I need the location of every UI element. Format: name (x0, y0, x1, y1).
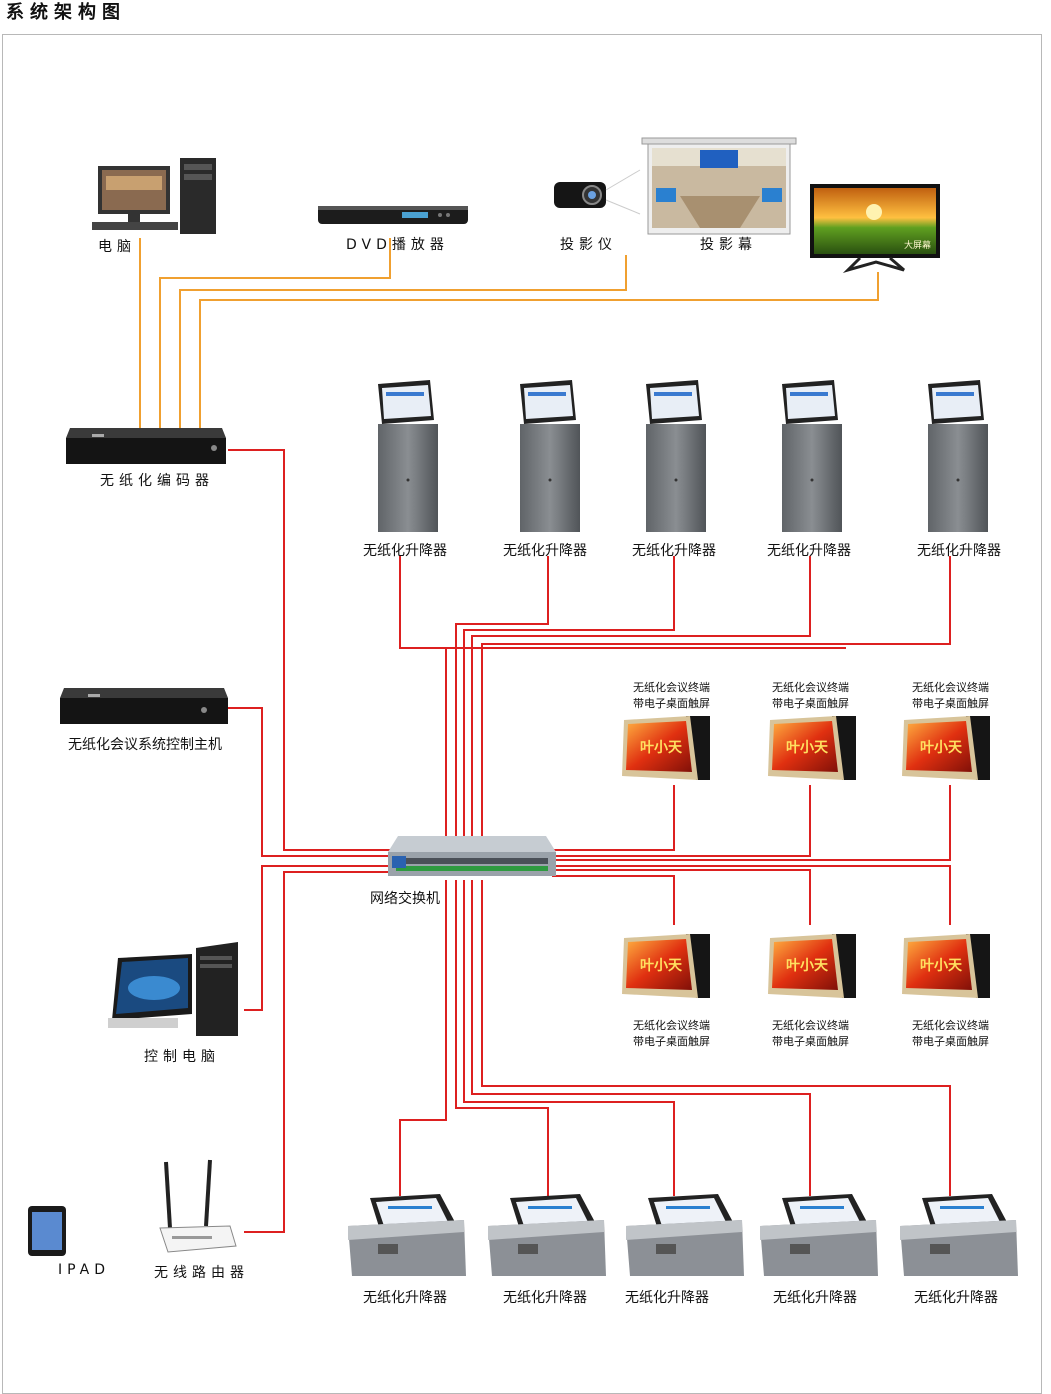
lower-lifter-icon (626, 1194, 744, 1276)
label-terminal-top-3: 无纸化会议终端带电子桌面触屏 (912, 681, 989, 710)
upper-lifter-icon (646, 380, 706, 532)
label-router: 无线路由器 (154, 1265, 249, 1281)
terminal-icon: 叶小天 (768, 934, 856, 998)
wire-terminal-bot-1 (552, 875, 675, 925)
label-screen: 投影幕 (700, 237, 757, 253)
label-lifter-bot-1: 无纸化升降器 (363, 1290, 447, 1306)
label-lifter-top-4: 无纸化升降器 (767, 543, 851, 559)
wire-lifter-top-2 (455, 556, 549, 840)
wire-lifter-bot-5 (481, 880, 951, 1196)
lower-lifter-icon (760, 1194, 878, 1276)
wire-lifter-top-4 (471, 556, 811, 840)
label-terminal-top-1: 无纸化会议终端带电子桌面触屏 (633, 681, 710, 710)
projector-icon (554, 169, 641, 215)
label-computer: 电脑 (98, 239, 136, 255)
monitor-caption: 大屏幕 (904, 239, 931, 251)
terminal-screen-text: 叶小天 (640, 740, 683, 756)
wire-host-switch (228, 707, 390, 857)
large-monitor-icon (810, 184, 940, 274)
terminal-icon: 叶小天 (622, 716, 710, 780)
wire-lifter-bot-2 (455, 880, 549, 1196)
label-terminal-bot-2: 无纸化会议终端带电子桌面触屏 (772, 1019, 849, 1048)
terminal-icon: 叶小天 (622, 934, 710, 998)
wire-terminal-top-1 (552, 785, 675, 851)
lower-lifter-icon (488, 1194, 606, 1276)
wireless-router-icon (159, 1159, 237, 1253)
label-terminal-bot-1: 无纸化会议终端带电子桌面触屏 (633, 1019, 710, 1048)
wire-router-switch (244, 871, 390, 1233)
wire-terminal-bot-3 (552, 865, 951, 925)
label-lifter-top-1: 无纸化升降器 (363, 543, 447, 559)
label-lifter-top-5: 无纸化升降器 (917, 543, 1001, 559)
wire-lifter-top-5 (481, 556, 951, 840)
upper-lifters (378, 380, 988, 532)
wire-projector-encoder (179, 255, 627, 428)
network-switch-icon (388, 836, 556, 876)
label-control-pc: 控制电脑 (144, 1049, 220, 1065)
dvd-player-icon (318, 206, 468, 224)
terminal-screen-text: 叶小天 (920, 740, 963, 756)
label-lifter-bot-3: 无纸化升降器 (625, 1290, 709, 1306)
upper-lifter-icon (378, 380, 438, 532)
page-title: 系统架构图 (6, 2, 126, 23)
wire-terminal-bot-2 (552, 869, 811, 925)
wire-dvd-encoder (159, 238, 391, 428)
upper-lifter-icon (782, 380, 842, 532)
wire-lifter-top-3 (463, 556, 675, 840)
lower-lifter-icon (900, 1194, 1018, 1276)
upper-lifter-icon (520, 380, 580, 532)
control-pc-icon (108, 942, 238, 1036)
upper-lifter-icon (928, 380, 988, 532)
wire-lifter-top-1 (399, 556, 846, 840)
label-encoder: 无纸化编码器 (100, 473, 214, 489)
wire-lifter-bot-4 (471, 880, 811, 1196)
label-control-host: 无纸化会议系统控制主机 (68, 737, 222, 753)
wire-monitor-encoder (199, 272, 879, 428)
label-lifter-top-3: 无纸化升降器 (632, 543, 716, 559)
label-lifter-bot-2: 无纸化升降器 (503, 1290, 587, 1306)
terminal-icon: 叶小天 (768, 716, 856, 780)
control-host-rack-icon (60, 688, 228, 724)
label-switch: 网络交换机 (370, 891, 440, 907)
wire-lifter-bot-1 (399, 880, 447, 1196)
label-ipad: IPAD (58, 1262, 111, 1278)
terminal-screen-text: 叶小天 (640, 958, 683, 974)
ipad-icon (28, 1206, 66, 1256)
terminal-screen-text: 叶小天 (786, 958, 829, 974)
terminals: 叶小天叶小天叶小天叶小天叶小天叶小天 (622, 716, 990, 998)
computer-icon (92, 158, 216, 234)
wire-lifter-bot-3 (463, 880, 675, 1196)
av-wires (139, 238, 879, 428)
label-terminal-bot-3: 无纸化会议终端带电子桌面触屏 (912, 1019, 989, 1048)
lower-lifters (348, 1194, 1018, 1276)
label-projector: 投影仪 (560, 237, 617, 253)
lower-lifter-icon (348, 1194, 466, 1276)
wire-controlpc-switch (244, 865, 390, 1011)
terminal-icon: 叶小天 (902, 716, 990, 780)
terminal-icon: 叶小天 (902, 934, 990, 998)
wire-terminal-top-2 (552, 785, 811, 857)
encoder-rack-icon (66, 428, 226, 464)
label-terminal-top-2: 无纸化会议终端带电子桌面触屏 (772, 681, 849, 710)
terminal-screen-text: 叶小天 (920, 958, 963, 974)
wire-terminal-top-3 (552, 785, 951, 861)
label-lifter-top-2: 无纸化升降器 (503, 543, 587, 559)
wire-encoder-switch (228, 449, 390, 851)
projection-screen-icon (641, 137, 797, 235)
label-lifter-bot-4: 无纸化升降器 (773, 1290, 857, 1306)
label-dvd: DVD播放器 (346, 237, 449, 253)
terminal-screen-text: 叶小天 (786, 740, 829, 756)
network-wires (228, 449, 951, 1233)
label-lifter-bot-5: 无纸化升降器 (914, 1290, 998, 1306)
